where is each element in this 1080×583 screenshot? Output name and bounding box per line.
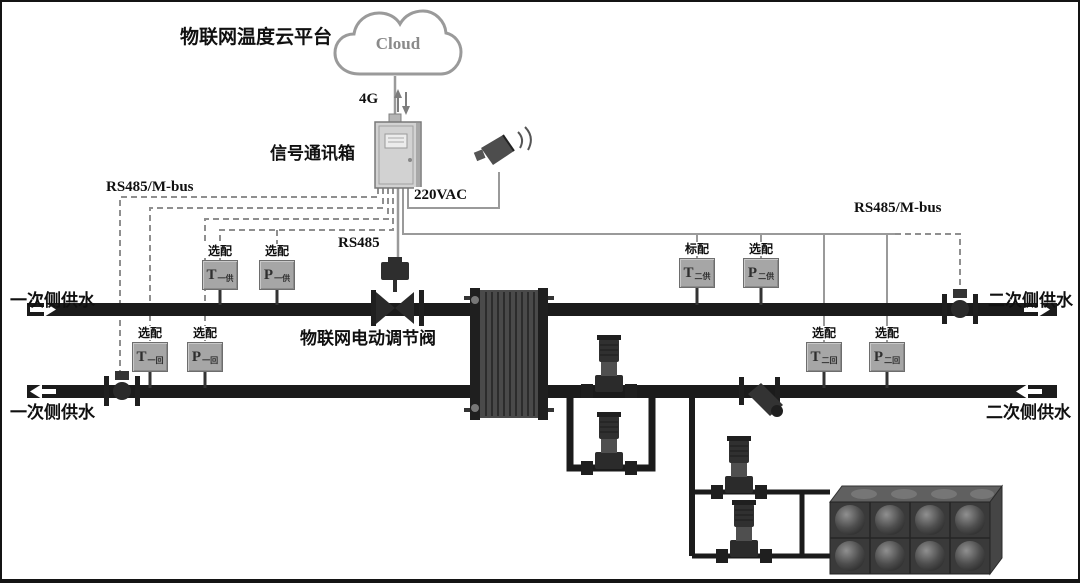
sensor-symbol: P — [263, 266, 274, 283]
pipe-label-secondary-bottom: 二次侧供水 — [986, 403, 1071, 422]
page-title: 物联网温度云平台 — [180, 27, 333, 48]
pipe-label-secondary-top: 二次侧供水 — [988, 291, 1073, 310]
control-valve-icon — [371, 257, 424, 326]
option-label-t-primary-return: 选配 — [131, 326, 169, 340]
option-label-t-primary-supply: 选配 — [201, 244, 239, 258]
option-label-p-secondary-supply: 选配 — [742, 242, 780, 256]
pipe-label-primary-bottom: 一次侧供水 — [10, 403, 95, 422]
shutoff-valve-left-icon — [104, 371, 140, 406]
pump-icon-1 — [581, 335, 637, 398]
sensor-stems — [148, 288, 889, 388]
option-label-t-secondary-supply: 标配 — [678, 242, 716, 256]
sensor-symbol: T — [810, 348, 821, 365]
flow-arrow-secondary-in — [1016, 384, 1042, 399]
makeup-water-pipes — [689, 394, 830, 559]
sensor-symbol: T — [206, 266, 217, 283]
mbus-left-label: RS485/M-bus — [106, 179, 194, 196]
sensor-symbol: T — [136, 348, 147, 365]
sensor-subscript: 二回 — [884, 355, 901, 365]
comm-box-icon — [374, 113, 422, 189]
link-4g-label: 4G — [359, 91, 379, 107]
signal-line-right-mbus — [895, 233, 961, 294]
comm-box-label: 信号通讯箱 — [270, 144, 355, 163]
alarm-horn-icon — [473, 126, 532, 165]
sync-arrows-icon — [394, 89, 410, 115]
flow-arrow-secondary-out — [1024, 302, 1050, 317]
water-tank-icon — [829, 484, 1003, 576]
option-label-p-secondary-return: 选配 — [868, 326, 906, 340]
sensor-subscript: 二供 — [758, 271, 775, 281]
cloud-icon — [333, 9, 463, 76]
flow-arrow-primary-out — [30, 384, 56, 399]
sensor-symbol: P — [873, 348, 884, 365]
pump-icon-2 — [581, 412, 637, 475]
control-valve-label: 物联网电动调节阀 — [300, 329, 436, 348]
sensor-subscript: 一供 — [274, 273, 291, 283]
cloud-label: Cloud — [375, 34, 421, 53]
shutoff-valve-right-icon — [942, 289, 978, 324]
power-label: 220VAC — [414, 187, 468, 204]
option-label-t-secondary-return: 选配 — [805, 326, 843, 340]
sensor-subscript: 二回 — [821, 355, 838, 365]
heat-exchanger-icon — [464, 288, 554, 420]
y-strainer-icon — [739, 377, 783, 417]
flow-arrow-primary-in — [30, 302, 56, 317]
sensor-subscript: 二供 — [694, 271, 711, 281]
sensor-subscript: 一回 — [147, 355, 164, 365]
sensor-subscript: 一供 — [217, 273, 234, 283]
pump-icon-3 — [711, 436, 767, 499]
sensor-symbol: P — [747, 264, 758, 281]
rs485-label: RS485 — [338, 235, 380, 252]
sensor-subscript: 一回 — [202, 355, 219, 365]
option-label-p-primary-return: 选配 — [186, 326, 224, 340]
sensor-symbol: P — [191, 348, 202, 365]
sensor-symbol: T — [683, 264, 694, 281]
mbus-right-label: RS485/M-bus — [854, 200, 942, 217]
option-label-p-primary-supply: 选配 — [258, 244, 296, 258]
power-line — [407, 172, 500, 209]
pump-icon-4 — [716, 500, 772, 563]
pipe-label-primary-top: 一次侧供水 — [10, 291, 95, 310]
